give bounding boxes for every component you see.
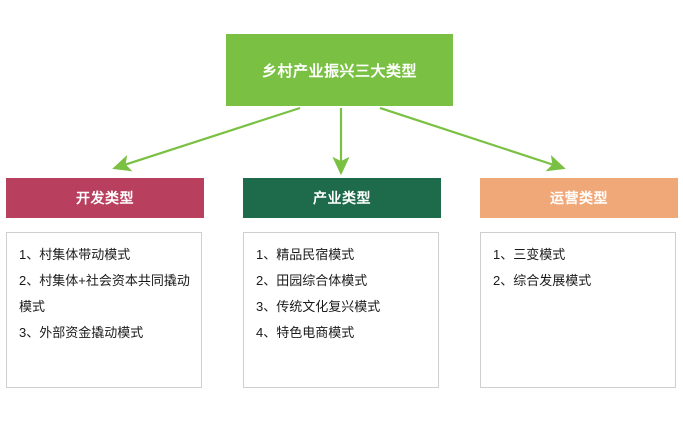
column-header-operation[interactable]: 运营类型 [480,178,678,218]
list-item: 3、传统文化复兴模式 [256,299,381,314]
column-header-development[interactable]: 开发类型 [6,178,204,218]
list-item: 1、精品民宿模式 [256,247,355,262]
column-body-industry: 1、精品民宿模式 2、田园综合体模式 3、传统文化复兴模式 4、特色电商模式 [243,232,439,388]
list-item: 2、田园综合体模式 [256,273,368,288]
column-header-label: 开发类型 [76,190,134,206]
column-body-development: 1、村集体带动模式 2、村集体+社会资本共同撬动模式 3、外部资金撬动模式 [6,232,202,388]
list-item: 1、村集体带动模式 [19,247,131,262]
column-header-industry[interactable]: 产业类型 [243,178,441,218]
column-header-label: 运营类型 [550,190,608,206]
list-item: 4、特色电商模式 [256,325,355,340]
column-body-operation: 1、三变模式 2、综合发展模式 [480,232,676,388]
root-node-label: 乡村产业振兴三大类型 [261,62,417,80]
list-item: 2、综合发展模式 [493,273,592,288]
column-header-label: 产业类型 [313,190,371,206]
list-item: 1、三变模式 [493,247,566,262]
list-item: 2、村集体+社会资本共同撬动模式 [19,273,190,314]
root-node[interactable]: 乡村产业振兴三大类型 [226,34,453,106]
list-item: 3、外部资金撬动模式 [19,325,144,340]
